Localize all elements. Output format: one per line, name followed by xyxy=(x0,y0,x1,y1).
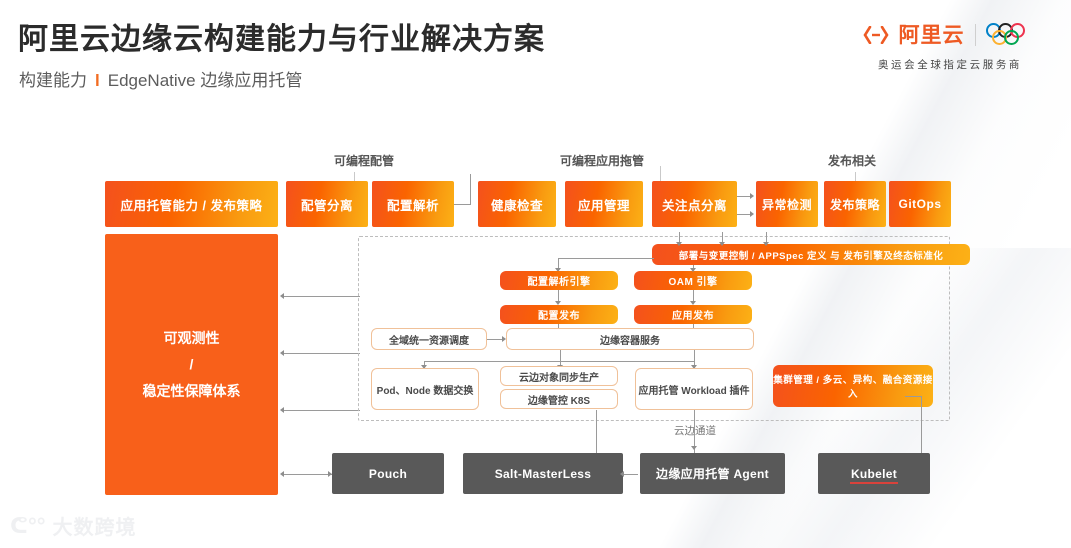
core-box-edge-k8s[interactable]: 边缘管控 K8S xyxy=(500,389,618,409)
section-label-release-related: 发布相关 xyxy=(828,154,877,168)
top-box-label: 发布策略 xyxy=(829,197,880,212)
left-pillar-line2: / xyxy=(189,356,194,373)
core-banner-label: 部署与变更控制 / APPSpec 定义 与 发布引擎及终态标准化 xyxy=(678,250,944,262)
left-pillar-observability[interactable]: 可观测性 / 稳定性保障体系 xyxy=(105,234,278,495)
top-box-label: 异常检测 xyxy=(761,197,812,212)
core-panel xyxy=(358,236,950,421)
core-banner-deploy-control[interactable]: 部署与变更控制 / APPSpec 定义 与 发布引擎及终态标准化 xyxy=(652,244,970,265)
top-box-concern-separation[interactable]: 关注点分离 xyxy=(652,181,737,227)
top-box-release-policy[interactable]: 发布策略 xyxy=(824,181,886,227)
core-box-label: 应用托管 Workload 插件 xyxy=(638,385,750,397)
olympic-rings-icon xyxy=(985,23,1038,47)
label-cloud-edge-channel: 云边通道 xyxy=(674,425,716,437)
top-box-health-check[interactable]: 健康检查 xyxy=(478,181,556,227)
top-box-anomaly-detection[interactable]: 异常检测 xyxy=(756,181,818,227)
watermark-icon: ᕦ°° xyxy=(10,512,46,538)
page-title: 阿里云边缘云构建能力与行业解决方案 xyxy=(18,23,545,56)
top-box-gitops[interactable]: GitOps xyxy=(889,181,951,227)
core-box-config-release[interactable]: 配置发布 xyxy=(500,305,618,324)
bottom-box-salt-masterless[interactable]: Salt-MasterLess xyxy=(463,453,623,494)
logo-caption: 奥运会全球指定云服务商 xyxy=(877,59,1023,71)
section-label-programmable-app: 可编程应用拖管 xyxy=(560,154,645,168)
page-subtitle: 构建能力 l EdgeNative 边缘应用托管 xyxy=(19,66,302,91)
core-box-label: 配置解析引擎 xyxy=(527,277,591,288)
top-box-label: 应用管理 xyxy=(577,198,630,213)
bottom-box-label: Pouch xyxy=(368,466,408,481)
alibaba-cloud-icon xyxy=(862,26,889,44)
core-box-config-parse-engine[interactable]: 配置解析引擎 xyxy=(500,271,618,290)
logo-divider xyxy=(974,24,976,46)
top-box-label: GitOps xyxy=(898,197,942,211)
top-box-label: 配置解析 xyxy=(386,198,439,213)
bracket-tick-1 xyxy=(354,172,355,181)
core-box-global-scheduling[interactable]: 全域统一资源调度 xyxy=(371,328,487,350)
bottom-box-kubelet[interactable]: Kubelet xyxy=(818,453,930,494)
core-box-label: 集群管理 / 多云、异构、融合资源接入 xyxy=(773,375,933,400)
subtitle-right: EdgeNative 边缘应用托管 xyxy=(107,71,303,90)
bottom-box-label: Kubelet xyxy=(849,466,899,484)
watermark-text: 大数跨境 xyxy=(52,517,137,539)
top-box-app-hosting[interactable]: 应用托管能力 / 发布策略 xyxy=(105,181,278,227)
core-box-label: OAM 引擎 xyxy=(668,277,718,288)
bracket-tick-2 xyxy=(660,172,661,181)
bottom-box-edge-app-agent[interactable]: 边缘应用托管 Agent xyxy=(640,453,785,494)
core-box-label: 应用发布 xyxy=(672,311,714,322)
subtitle-separator: l xyxy=(95,71,100,90)
core-box-label: 边缘管控 K8S xyxy=(527,395,591,407)
core-box-label: 边缘容器服务 xyxy=(600,335,660,347)
left-pillar-line1: 可观测性 xyxy=(163,329,220,346)
watermark: ᕦ°° 大数跨境 xyxy=(10,511,137,540)
top-box-config-separation[interactable]: 配管分离 xyxy=(286,181,368,227)
left-pillar-line3: 稳定性保障体系 xyxy=(142,382,241,399)
core-box-cluster-management[interactable]: 集群管理 / 多云、异构、融合资源接入 xyxy=(773,365,933,407)
core-box-oam-engine[interactable]: OAM 引擎 xyxy=(634,271,752,290)
core-box-workload-plugin[interactable]: 应用托管 Workload 插件 xyxy=(635,368,753,410)
core-box-pod-node-exchange[interactable]: Pod、Node 数据交换 xyxy=(371,368,479,410)
core-box-label: 配置发布 xyxy=(538,311,580,322)
core-box-label: Pod、Node 数据交换 xyxy=(376,385,474,397)
core-box-label: 全域统一资源调度 xyxy=(389,335,469,347)
brand-logo: 阿里云 奥运会全球指定云服务商 xyxy=(855,18,1045,74)
top-box-config-parse[interactable]: 配置解析 xyxy=(372,181,454,227)
core-box-cloud-edge-sync[interactable]: 云边对象同步生产 xyxy=(500,366,618,386)
top-box-label: 应用托管能力 / 发布策略 xyxy=(120,198,263,213)
core-box-label: 云边对象同步生产 xyxy=(519,372,599,384)
top-box-label: 配管分离 xyxy=(300,198,353,213)
bottom-box-label: Salt-MasterLess xyxy=(494,466,592,481)
core-box-edge-container-service[interactable]: 边缘容器服务 xyxy=(506,328,754,350)
bottom-box-label: 边缘应用托管 Agent xyxy=(656,467,769,481)
bracket-tick-3 xyxy=(855,172,856,181)
core-box-app-release[interactable]: 应用发布 xyxy=(634,305,752,324)
top-box-label: 关注点分离 xyxy=(661,198,727,213)
bottom-box-pouch[interactable]: Pouch xyxy=(332,453,444,494)
logo-wordmark: 阿里云 xyxy=(898,23,965,47)
top-box-label: 健康检查 xyxy=(490,198,543,213)
top-box-app-management[interactable]: 应用管理 xyxy=(565,181,643,227)
section-label-programmable-config: 可编程配管 xyxy=(334,154,395,168)
subtitle-left: 构建能力 xyxy=(19,71,87,90)
bracket-tick-2b xyxy=(660,166,661,173)
